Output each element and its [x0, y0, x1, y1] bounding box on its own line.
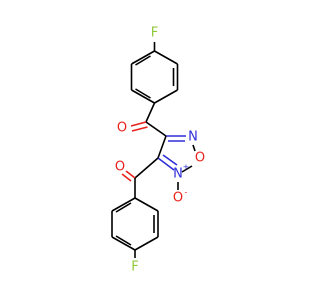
bottom-fluorophenyl-ring	[111, 197, 159, 258]
bond	[131, 89, 155, 104]
furoxan-ring	[157, 135, 196, 190]
bond	[134, 197, 159, 212]
double-bond	[131, 126, 148, 132]
top-fluorophenyl-ring	[130, 42, 179, 104]
n-oxide-nitrogen-symbol: N	[173, 167, 183, 182]
bottom-carbonyl	[121, 157, 159, 198]
positive-charge: +	[183, 163, 190, 172]
fluorine-atom-bottom: F	[131, 260, 138, 275]
aromatic-bond	[115, 235, 132, 246]
carbonyl-oxygen-top: O	[117, 121, 127, 136]
ring-oxygen: O	[195, 151, 205, 166]
bond	[111, 197, 136, 212]
bond	[145, 121, 167, 137]
double-bond	[125, 170, 136, 179]
double-bond	[130, 121, 147, 127]
carbonyl-oxygen-bottom: O	[115, 160, 125, 175]
aromatic-bond	[135, 88, 151, 99]
bond	[154, 89, 178, 104]
top-carbonyl	[130, 102, 167, 137]
n-oxide-oxygen: O -	[173, 188, 188, 206]
bond	[192, 144, 196, 152]
bond	[181, 165, 193, 173]
double-bond	[121, 173, 132, 182]
negative-charge: -	[185, 188, 188, 197]
aromatic-bond	[115, 202, 132, 213]
fluorine-atom-top: F	[151, 26, 158, 41]
molecule-structure-diagram: F O N O N + O - O F	[111, 25, 206, 275]
n-oxide-nitrogen: N +	[173, 163, 189, 182]
n-oxide-oxygen-symbol: O	[173, 191, 183, 206]
bond	[134, 236, 159, 251]
bond	[111, 236, 136, 251]
double-bond	[162, 154, 178, 166]
double-bond	[157, 157, 175, 171]
aromatic-bond	[135, 55, 151, 66]
bond	[154, 50, 178, 65]
bond	[157, 135, 167, 159]
bond	[134, 157, 159, 179]
ring-nitrogen: N	[188, 130, 198, 145]
bond	[145, 102, 156, 123]
bond	[131, 50, 155, 65]
